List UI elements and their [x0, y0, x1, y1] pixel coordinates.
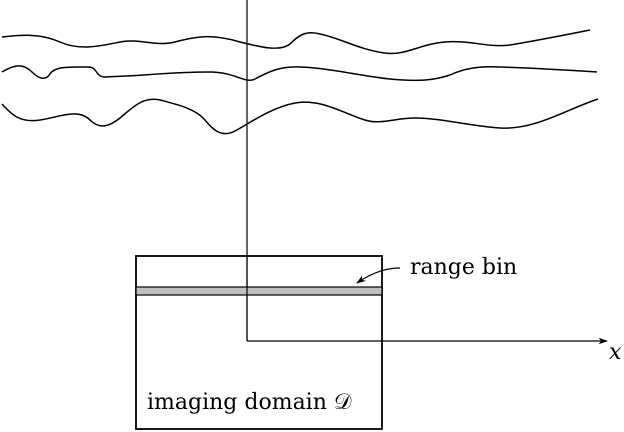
- range-bin-label: range bin: [410, 255, 517, 280]
- range-bin-strip: [135, 286, 383, 296]
- range-bin-pointer-arrow: [356, 267, 401, 284]
- wavy-layer-middle: [1, 65, 598, 82]
- imaging-domain-box: [135, 255, 383, 430]
- imaging-domain-label: imaging domain 𝒟: [147, 390, 352, 415]
- wavy-layer-top: [1, 29, 591, 55]
- x-axis-label: x: [609, 340, 622, 365]
- wavy-layer-bottom: [1, 98, 599, 135]
